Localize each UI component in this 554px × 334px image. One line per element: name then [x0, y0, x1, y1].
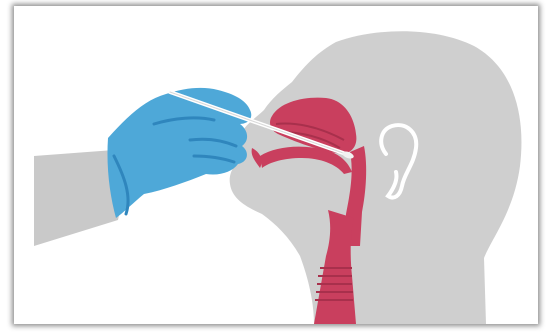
- head-silhouette: [230, 31, 522, 324]
- image-frame: [14, 6, 538, 324]
- swab-illustration: [14, 6, 538, 324]
- gloved-hand: [107, 88, 251, 218]
